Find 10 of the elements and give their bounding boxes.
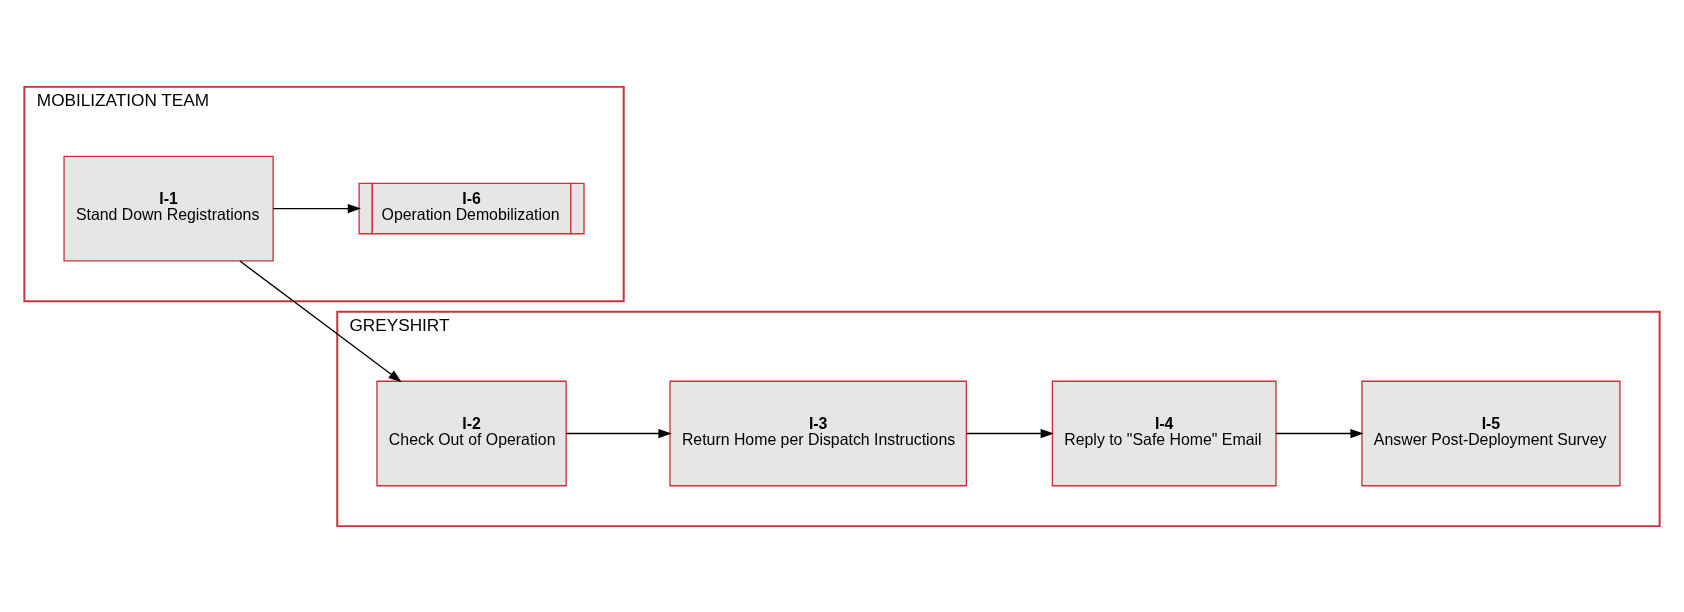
node-box: I-5 Answer Post-Deployment Survey <box>1361 380 1621 486</box>
arrow <box>565 428 672 438</box>
arrow <box>1275 428 1364 438</box>
arrow <box>965 428 1054 438</box>
arrow <box>239 259 402 382</box>
node-box: I-1 Stand Down Registrations <box>63 155 274 262</box>
arrow <box>272 203 361 213</box>
node-box: I-3 Return Home per Dispatch Instructions <box>669 380 968 486</box>
node-box: I-4 Reply to "Safe Home" Email <box>1051 380 1277 486</box>
node-box: I-2 Check Out of Operation <box>376 380 567 486</box>
